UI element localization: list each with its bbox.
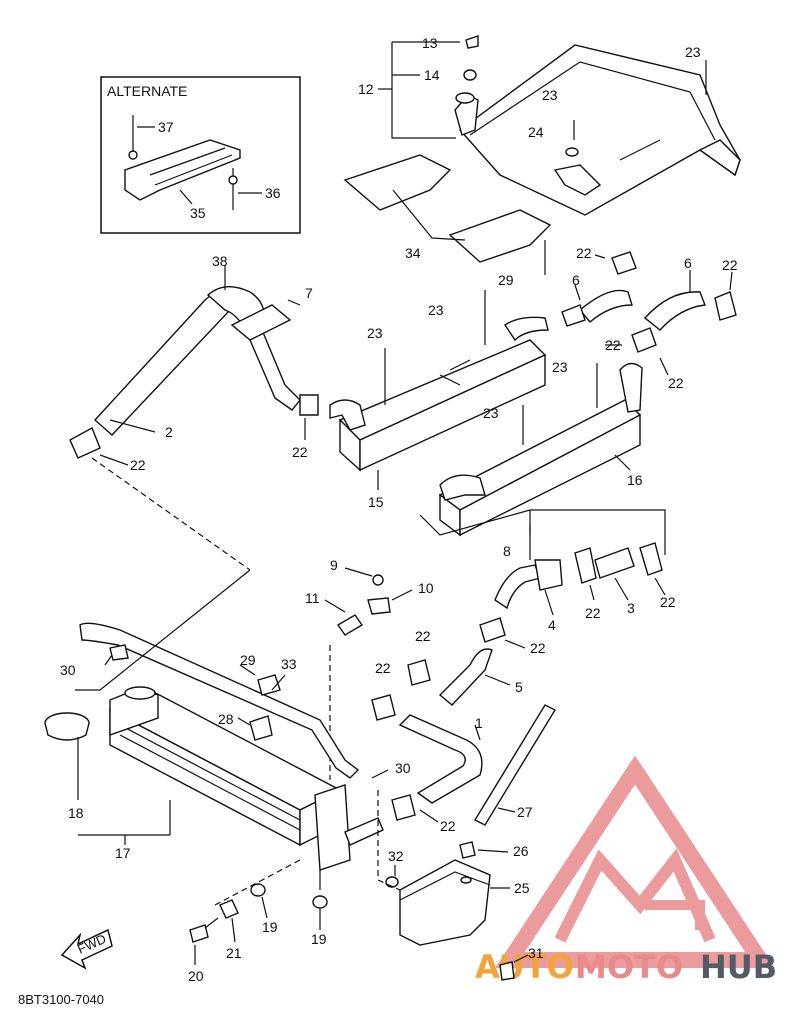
- alternate-title: ALTERNATE: [107, 83, 187, 99]
- lower-hoses: [438, 525, 666, 706]
- label-14: 14: [424, 67, 440, 83]
- top-cover: [343, 35, 741, 263]
- label-22-l3: 22: [530, 640, 546, 656]
- sensor-parts: [324, 567, 413, 780]
- label-19-a: 19: [262, 919, 278, 935]
- watermark-hub: HUB: [700, 948, 777, 986]
- label-23-cover: 23: [542, 87, 558, 103]
- label-22-top: 22: [576, 245, 592, 261]
- label-34: 34: [405, 245, 421, 261]
- label-15: 15: [368, 494, 384, 510]
- label-30-left: 30: [60, 662, 76, 678]
- label-33: 33: [281, 656, 297, 672]
- radiator-16: [419, 362, 666, 555]
- label-21: 21: [226, 945, 242, 961]
- label-23-r15a: 23: [367, 325, 383, 341]
- label-8: 8: [503, 543, 511, 559]
- label-10: 10: [418, 580, 434, 596]
- watermark-moto: MOTO: [575, 948, 683, 986]
- label-29-bottom: 29: [240, 652, 256, 668]
- watermark-text: AUTO MOTO HUB: [475, 948, 777, 986]
- label-35: 35: [190, 205, 206, 221]
- label-26: 26: [513, 843, 529, 859]
- label-12: 12: [358, 81, 374, 97]
- label-6-right: 6: [684, 255, 692, 271]
- hoses-6: [544, 240, 737, 376]
- label-17: 17: [115, 845, 131, 861]
- watermark-auto: AUTO: [475, 948, 574, 986]
- label-31: 31: [528, 945, 544, 961]
- label-5: 5: [515, 679, 523, 695]
- label-7: 7: [305, 285, 313, 301]
- label-9: 9: [330, 557, 338, 573]
- label-30-right: 30: [395, 760, 411, 776]
- label-22-c2: 22: [668, 375, 684, 391]
- label-23-r16a: 23: [552, 359, 568, 375]
- label-27: 27: [517, 804, 533, 820]
- label-22-h1: 22: [415, 628, 431, 644]
- label-18: 18: [68, 805, 84, 821]
- label-38: 38: [212, 253, 228, 269]
- diagram-code: 8BT3100-7040: [18, 992, 104, 1007]
- label-3: 3: [627, 600, 635, 616]
- label-20: 20: [188, 968, 204, 984]
- label-25: 25: [514, 880, 530, 896]
- label-4: 4: [548, 617, 556, 633]
- label-22-h2: 22: [375, 660, 391, 676]
- main-radiator: [44, 457, 389, 890]
- alternate-inset: ALTERNATE: [100, 76, 301, 234]
- label-11: 11: [305, 590, 320, 606]
- label-2: 2: [165, 424, 173, 440]
- label-22-mid: 22: [292, 444, 308, 460]
- hose-1-27: [371, 659, 556, 826]
- label-37: 37: [158, 119, 174, 135]
- label-22-left: 22: [130, 457, 146, 473]
- radiator-15: [329, 290, 549, 490]
- watermark-logo: [495, 755, 775, 968]
- label-24: 24: [528, 124, 544, 140]
- label-19-b: 19: [311, 931, 327, 947]
- label-32: 32: [388, 848, 404, 864]
- label-6-left: 6: [572, 272, 580, 288]
- label-22-l2: 22: [660, 594, 676, 610]
- reservoir: [377, 790, 529, 981]
- fasteners: [189, 859, 328, 965]
- fwd-arrow-icon: FWD: [60, 928, 113, 970]
- label-1: 1: [475, 715, 483, 731]
- label-22-l1: 22: [585, 605, 601, 621]
- label-23-r16b: 23: [483, 405, 499, 421]
- label-29-top: 29: [498, 272, 514, 288]
- label-16: 16: [627, 472, 643, 488]
- label-23-top: 23: [685, 44, 701, 60]
- upper-hoses: [69, 265, 319, 466]
- label-23-r15b: 23: [428, 302, 444, 318]
- label-13: 13: [422, 35, 438, 51]
- label-22-h3: 22: [440, 818, 456, 834]
- label-22-right: 22: [722, 257, 738, 273]
- label-28: 28: [218, 711, 234, 727]
- label-36: 36: [265, 185, 281, 201]
- label-22-c1: 22: [605, 337, 621, 353]
